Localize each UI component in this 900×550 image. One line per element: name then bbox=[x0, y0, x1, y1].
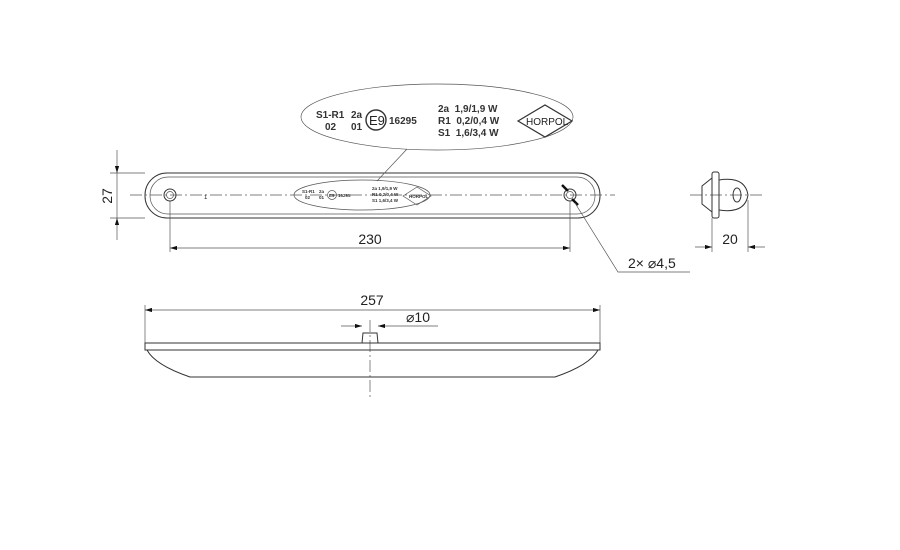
dimension-holes: 2× ⌀4,5 bbox=[628, 255, 676, 271]
e-mark: E9 bbox=[369, 113, 385, 128]
e-mark-circle bbox=[365, 109, 387, 131]
label-category-series: 01 bbox=[351, 122, 363, 133]
position-mark: 1 bbox=[204, 195, 208, 201]
dimension-overall-length: 257 bbox=[360, 292, 384, 308]
dimension-depth: 20 bbox=[722, 231, 738, 247]
label-text: E9 bbox=[329, 193, 335, 198]
front-view: 257 ⌀10 bbox=[144, 292, 601, 398]
label-approval: S1-R1 bbox=[316, 110, 345, 121]
label-text: S1-R1 bbox=[302, 189, 315, 194]
label-approval-series: 02 bbox=[325, 122, 337, 133]
label-power-line: R1 0,2/0,4 W bbox=[438, 116, 500, 127]
brand-logo: HORPOL bbox=[526, 117, 569, 128]
label-category: 2a bbox=[351, 110, 363, 121]
label-text: S1 1,6/3,4 W bbox=[372, 198, 399, 203]
lamp-body-outline bbox=[144, 172, 601, 219]
callout-leader bbox=[376, 148, 408, 182]
dimension-hole-spacing: 230 bbox=[358, 231, 382, 247]
lamp-label-small: S1-R1 02 2a 01 E9 16295 2a 1,9/1,9 W R1 … bbox=[293, 179, 432, 211]
label-text: R1 0,2/0,4 W bbox=[372, 192, 399, 197]
label-approval-number: 16295 bbox=[389, 116, 417, 127]
label-text: 01 bbox=[319, 195, 325, 200]
label-power-line: 2a 1,9/1,9 W bbox=[438, 104, 498, 115]
dimension-nub-diameter: ⌀10 bbox=[406, 309, 430, 325]
lamp-body-inner-outline bbox=[149, 176, 596, 215]
dimension-height: 27 bbox=[99, 188, 115, 204]
label-callout: S1-R1 02 2a 01 E9 16295 2a 1,9/1,9 W R1 … bbox=[300, 83, 574, 151]
side-view: 20 bbox=[690, 171, 765, 252]
label-text: 16295 bbox=[338, 193, 351, 198]
label-text: 2a 1,9/1,9 W bbox=[372, 186, 398, 191]
label-power-line: S1 1,6/3,4 W bbox=[438, 128, 499, 139]
top-view: 1 S1-R1 02 2a 01 E9 16295 2a 1,9/1,9 W R… bbox=[99, 83, 690, 273]
brand-logo-diamond bbox=[516, 104, 574, 138]
label-text: 02 bbox=[305, 195, 311, 200]
label-text: 2a bbox=[319, 189, 325, 194]
brand-logo-small: HORPOL bbox=[409, 194, 429, 199]
hole-leader bbox=[574, 202, 690, 273]
side-hole bbox=[732, 187, 742, 203]
